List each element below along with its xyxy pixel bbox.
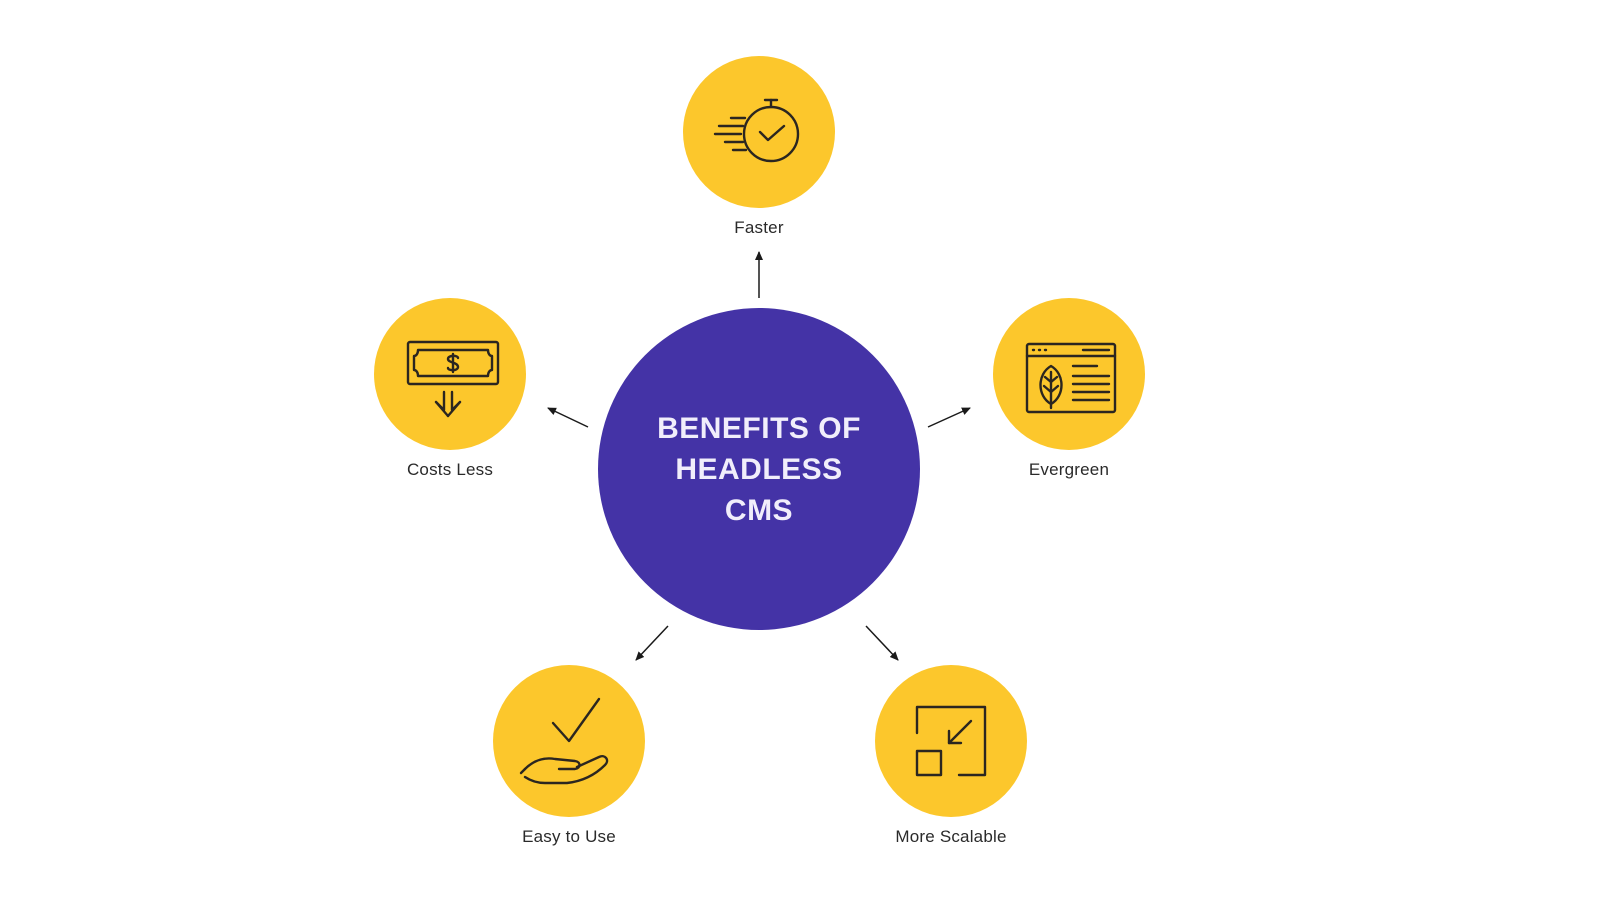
arrow-to-more-scalable <box>865 625 899 661</box>
center-hub: BENEFITS OF HEADLESS CMS <box>598 308 920 630</box>
benefit-label-evergreen: Evergreen <box>1028 460 1110 479</box>
money-down-icon <box>406 340 500 418</box>
hand-checkmark-icon <box>519 697 609 785</box>
center-title: BENEFITS OF HEADLESS CMS <box>657 411 861 527</box>
arrow-to-costs-less <box>547 407 589 428</box>
benefit-node-more-scalable <box>875 665 1027 817</box>
arrow-to-easy-to-use <box>635 625 669 661</box>
leaf-webpage-icon <box>1025 342 1117 414</box>
arrow-to-evergreen <box>927 407 971 428</box>
scale-down-icon <box>915 705 987 777</box>
benefit-node-easy-to-use <box>493 665 645 817</box>
benefit-node-faster <box>683 56 835 208</box>
benefit-node-costs-less <box>374 298 526 450</box>
stopwatch-icon <box>713 98 800 163</box>
benefit-label-more-scalable: More Scalable <box>895 827 1007 846</box>
benefit-label-easy-to-use: Easy to Use <box>522 827 616 846</box>
benefit-label-costs-less: Costs Less <box>406 460 494 479</box>
benefit-node-evergreen <box>993 298 1145 450</box>
benefit-label-faster: Faster <box>734 218 784 237</box>
